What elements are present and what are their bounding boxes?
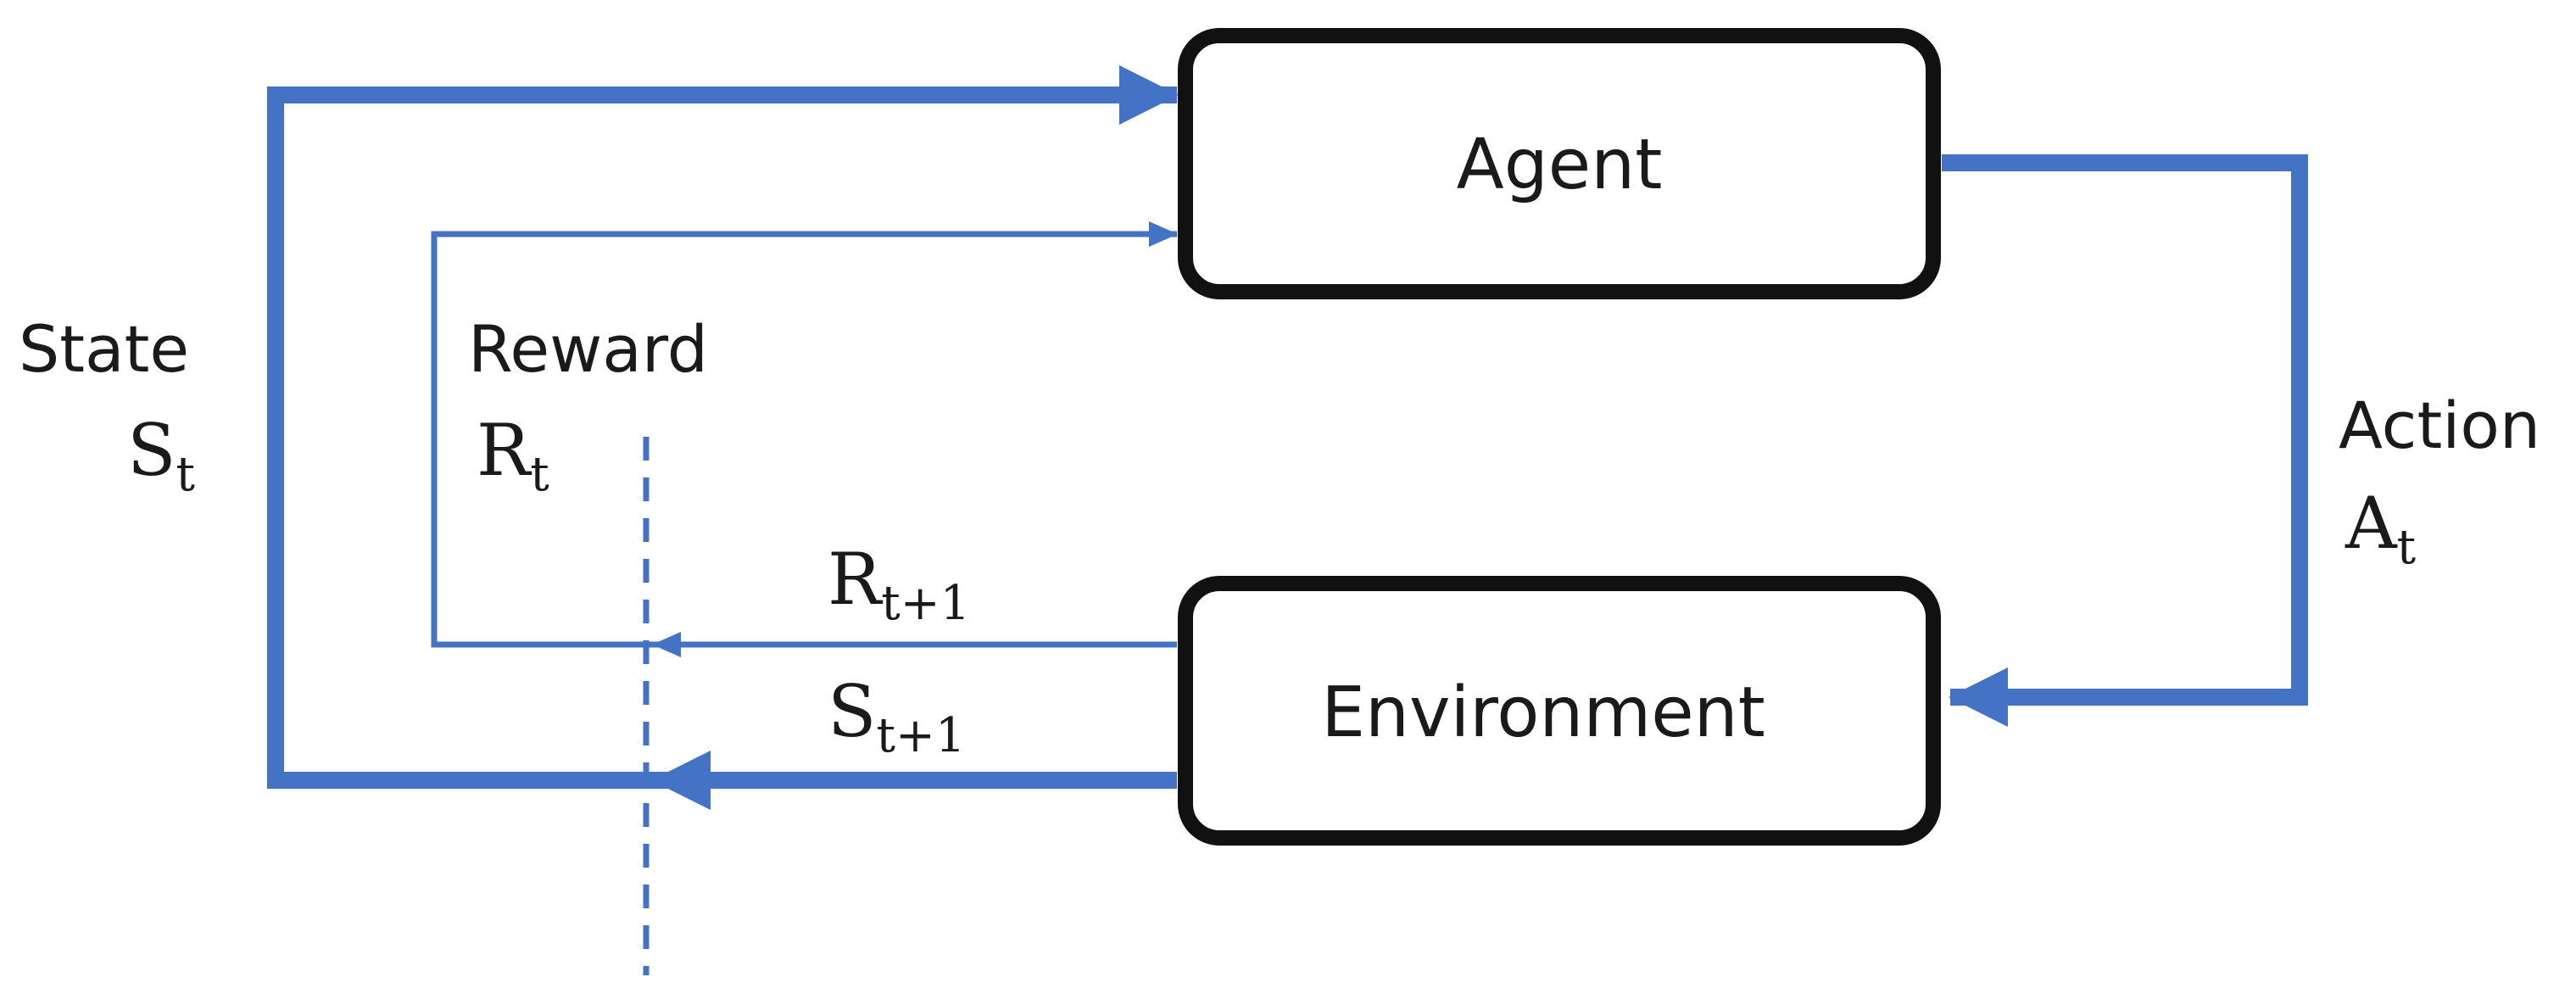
action-arrow (1942, 154, 2308, 727)
reward-word: Reward (468, 311, 708, 387)
agent-box (1178, 28, 1941, 299)
state-arrow (267, 65, 1179, 789)
environment-label: Environment (1321, 673, 1765, 753)
action-word: Action (2339, 388, 2540, 463)
reward-arrow (431, 221, 1178, 648)
state-symbol: St (127, 409, 196, 502)
agent-label: Agent (1457, 125, 1663, 205)
next-state-label: St+1 (828, 670, 966, 763)
reward-symbol: Rt (477, 409, 549, 502)
environment-box (1178, 576, 1941, 846)
next-reward-label: Rt+1 (828, 538, 970, 631)
action-symbol: At (2345, 482, 2417, 575)
state-word: State (19, 311, 189, 387)
